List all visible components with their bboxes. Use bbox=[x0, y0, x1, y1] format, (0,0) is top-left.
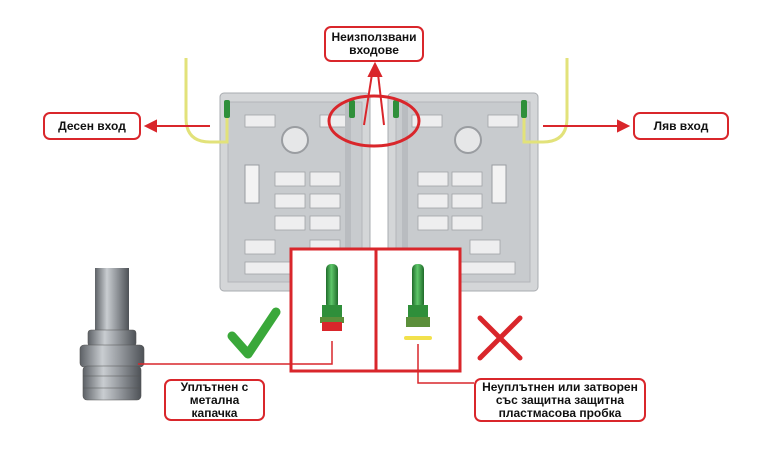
label-unsealed-plastic-plug: Неуплътнен или затворен със защитна защи… bbox=[474, 378, 646, 422]
panel-connectors bbox=[224, 100, 527, 118]
metal-fitting bbox=[79, 268, 145, 401]
yellow-pipes bbox=[184, 58, 569, 144]
checkmark-icon bbox=[227, 307, 281, 359]
label-right-input: Десен вход bbox=[43, 112, 141, 140]
unused-inputs-ellipse bbox=[327, 94, 421, 148]
unused-arrows bbox=[363, 61, 385, 126]
label-sealed-metal-cap: Уплътнен с метална капачка bbox=[164, 379, 265, 421]
unsealed-connector bbox=[404, 264, 432, 340]
leader-lines bbox=[138, 341, 474, 384]
label-unused-inputs: Неизползвани входове bbox=[324, 26, 424, 62]
cross-icon bbox=[477, 315, 523, 361]
side-arrows bbox=[143, 119, 631, 133]
label-left-input: Ляв вход bbox=[633, 112, 729, 140]
comparison-box bbox=[289, 247, 462, 373]
sealed-connector bbox=[320, 264, 344, 331]
